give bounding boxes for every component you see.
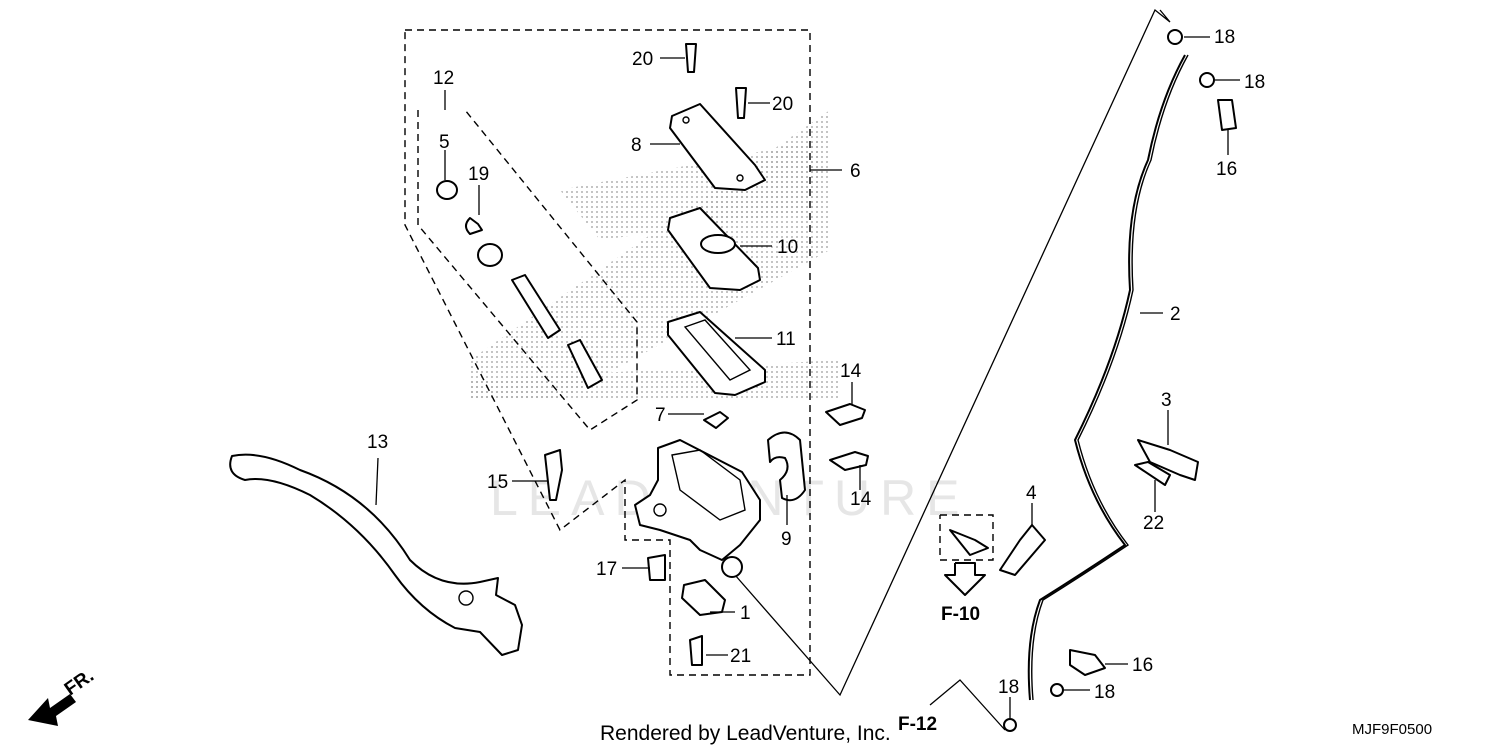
callout-2: 2 <box>1170 304 1181 325</box>
callout-19: 19 <box>468 164 489 185</box>
piston <box>511 274 561 339</box>
cylinder-outlet <box>721 556 743 578</box>
brake-hose-inner <box>1031 54 1189 701</box>
render-credit: Rendered by LeadVenture, Inc. <box>600 722 891 745</box>
reservoir-clip <box>703 411 729 429</box>
callout-20: 20 <box>772 94 793 115</box>
boot <box>436 180 458 200</box>
assembly-12-outline <box>417 109 638 431</box>
f10-arrow <box>944 562 986 596</box>
cover-hole <box>736 174 744 182</box>
clamp-bolt <box>1134 461 1171 486</box>
leader-lines <box>375 36 1240 718</box>
cover-hole <box>682 116 690 124</box>
callout-7: 7 <box>655 405 666 426</box>
front-direction-arrow <box>28 694 76 726</box>
cylinder-reservoir <box>671 449 746 521</box>
oil-bolt <box>1217 99 1237 131</box>
callout-4: 4 <box>1026 483 1037 504</box>
callout-18: 18 <box>1214 27 1235 48</box>
cover-screw <box>735 87 747 119</box>
oil-bolt <box>1069 649 1106 676</box>
cylinder-pivot <box>653 503 667 517</box>
callout-17: 17 <box>596 559 617 580</box>
hose-joint-clamp <box>999 524 1046 576</box>
callout-18: 18 <box>1094 682 1115 703</box>
callout-18: 18 <box>998 677 1019 698</box>
direction-label: FR. <box>61 665 98 700</box>
callout-15: 15 <box>487 472 508 493</box>
sealing-washer <box>1199 72 1215 88</box>
f10-outline <box>939 514 994 561</box>
piston-spring <box>567 339 603 389</box>
callout-10: 10 <box>777 237 798 258</box>
diaphragm-bellows <box>683 319 752 381</box>
lever-pivot-hole <box>458 590 474 606</box>
plate-grommet <box>700 234 736 254</box>
callout-9: 9 <box>781 529 792 550</box>
reservoir-cover <box>669 103 766 191</box>
callout-13: 13 <box>367 432 388 453</box>
pivot-bolt <box>544 449 563 501</box>
reference-f12: F-12 <box>898 714 937 735</box>
holder-bolt <box>829 451 869 471</box>
assembly-6-outline <box>404 29 811 676</box>
callout-12: 12 <box>433 68 454 89</box>
callout-18: 18 <box>1244 72 1265 93</box>
holder-bolt <box>825 403 866 426</box>
callout-11: 11 <box>776 329 796 350</box>
callout-20: 20 <box>632 49 653 70</box>
callout-14: 14 <box>850 489 872 510</box>
sealing-washer <box>1003 718 1017 732</box>
sealing-washer <box>1167 29 1183 45</box>
callout-21: 21 <box>730 646 751 667</box>
f12-leader-line <box>929 679 1006 731</box>
callout-6: 6 <box>850 161 861 182</box>
callout-3: 3 <box>1161 390 1172 411</box>
washer <box>477 243 503 267</box>
brake-lever <box>229 453 523 656</box>
circlip <box>465 217 483 235</box>
master-cylinder-body <box>634 439 761 561</box>
callout-5: 5 <box>439 132 450 153</box>
switch-screw <box>689 635 703 666</box>
callout-22: 22 <box>1143 513 1164 534</box>
reference-f10: F-10 <box>941 604 980 625</box>
clamp-holder <box>767 431 806 502</box>
brake-hose <box>1027 54 1186 701</box>
cover-screw <box>685 43 697 73</box>
joint-bolt <box>949 529 989 556</box>
callout-14: 14 <box>840 361 862 382</box>
pivot-nut <box>647 554 666 581</box>
diagram-code: MJF9F0500 <box>1352 721 1432 738</box>
brake-light-switch <box>681 579 726 616</box>
callout-16: 16 <box>1216 159 1237 180</box>
sealing-washer <box>1050 683 1064 697</box>
hose-clamp <box>1137 439 1199 481</box>
callout-8: 8 <box>631 135 642 156</box>
callout-16: 16 <box>1132 655 1153 676</box>
hose-leader-line <box>734 8 1171 697</box>
callout-1: 1 <box>740 603 751 624</box>
